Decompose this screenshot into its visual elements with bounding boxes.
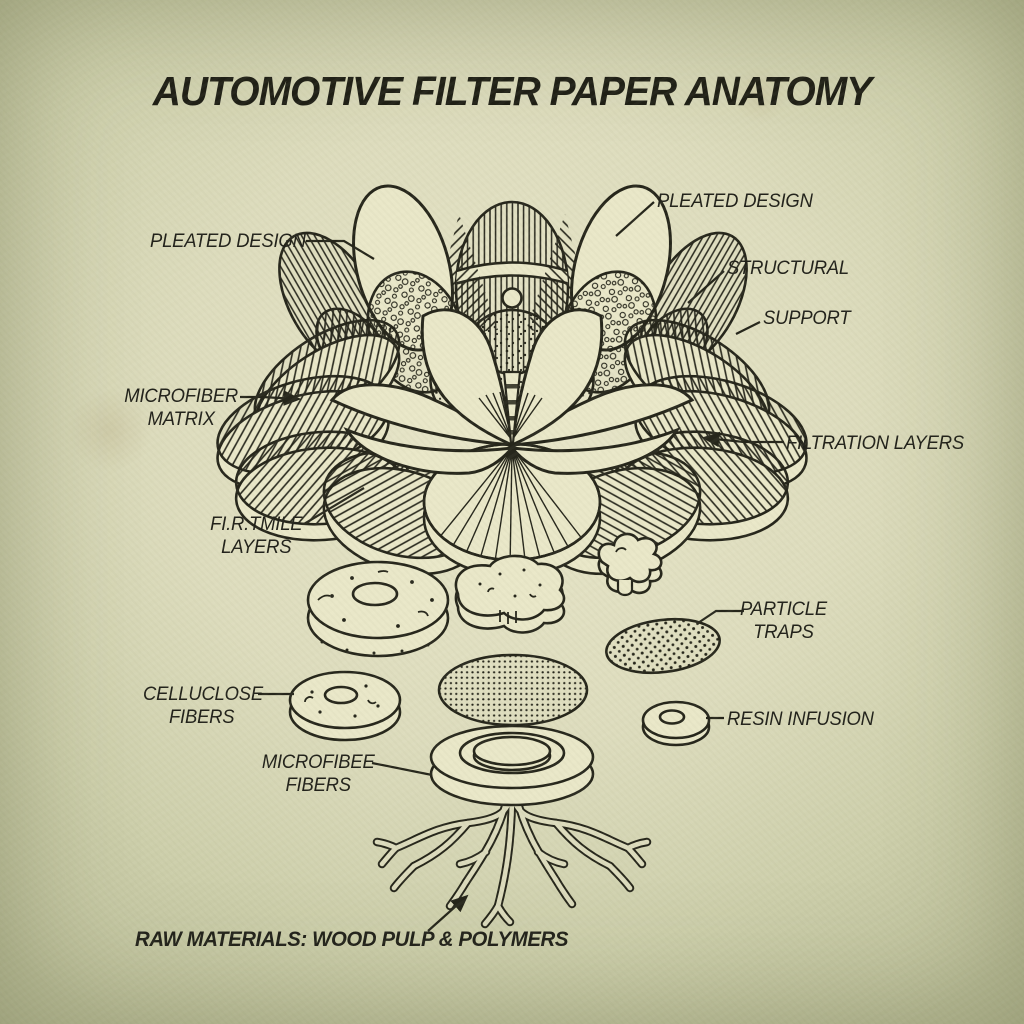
pointer-pleated-design-right xyxy=(615,201,655,237)
label-pleated-design-left: PLEATED DESIGN xyxy=(150,231,306,252)
label-microfiber-matrix-line2: MATRIX xyxy=(147,409,215,430)
cellulose-fiber-disc-small xyxy=(288,670,402,742)
label-microfiber-matrix-line1: MICROFIBER xyxy=(124,386,239,407)
label-microfibee-fibers: MICROFIBEE FIBERS xyxy=(260,751,376,797)
resin-washer xyxy=(641,700,711,747)
label-pleated-design-right: PLEATED DESIGN xyxy=(657,191,813,212)
label-celluclose-fibers: CELLUCLOSE FIBERS xyxy=(143,683,263,729)
pointer-lines xyxy=(240,201,784,932)
pointer-filtration-right xyxy=(701,431,784,448)
label-particle-traps: PARTICLE TRAPS xyxy=(735,598,832,644)
label-filtration-left-line2: LAYERS xyxy=(221,537,292,558)
pointer-filtration-left xyxy=(303,487,365,525)
lotus-white-petals xyxy=(329,308,695,475)
label-microfibee-line2: FIBERS xyxy=(285,775,351,796)
label-resin-infusion: RESIN INFUSION xyxy=(727,709,874,730)
label-particle-traps-line2: TRAPS xyxy=(753,622,814,643)
filter-media-ring xyxy=(429,724,595,807)
filter-lotus-illustration xyxy=(216,184,808,578)
label-support: SUPPORT xyxy=(763,308,851,329)
label-celluclose-line2: FIBERS xyxy=(168,707,235,728)
pointer-particle-traps xyxy=(697,609,744,624)
cellulose-fiber-disc xyxy=(306,560,450,658)
label-filtration-layers-left: FI.R.TMILE LAYERS xyxy=(200,513,313,559)
pointer-microfibee-fibers xyxy=(371,761,433,777)
pointer-microfiber-matrix xyxy=(240,390,302,406)
wood-pulp-root-system xyxy=(372,785,652,929)
label-celluclose-line1: CELLUCLOSE xyxy=(143,684,263,705)
fiber-blob-fragment xyxy=(454,554,566,634)
label-filtration-layers-right: FILTRATION LAYERS xyxy=(786,433,964,454)
label-microfiber-matrix: MICROFIBER MATRIX xyxy=(122,385,240,431)
page-title: AUTOMOTIVE FILTER PAPER ANATOMY xyxy=(152,68,873,114)
pointer-structural xyxy=(687,270,725,304)
pointer-support xyxy=(735,321,761,335)
label-structural: STRUCTURAL xyxy=(727,258,849,279)
particle-trap-pad xyxy=(605,617,721,675)
microfiber-mesh-pad xyxy=(437,653,589,727)
lotus-core-stem xyxy=(478,370,543,445)
label-microfibee-line1: MICROFIBEE xyxy=(261,752,375,773)
label-filtration-left-line1: FI.R.TMILE xyxy=(210,514,303,535)
label-particle-traps-line1: PARTICLE xyxy=(740,599,827,620)
pointer-pleated-design-left xyxy=(306,239,375,260)
pointer-raw-materials-arrow xyxy=(427,894,469,932)
polymer-fragment xyxy=(597,532,663,597)
label-raw-materials: RAW MATERIALS: WOOD PULP & POLYMERS xyxy=(135,928,569,951)
